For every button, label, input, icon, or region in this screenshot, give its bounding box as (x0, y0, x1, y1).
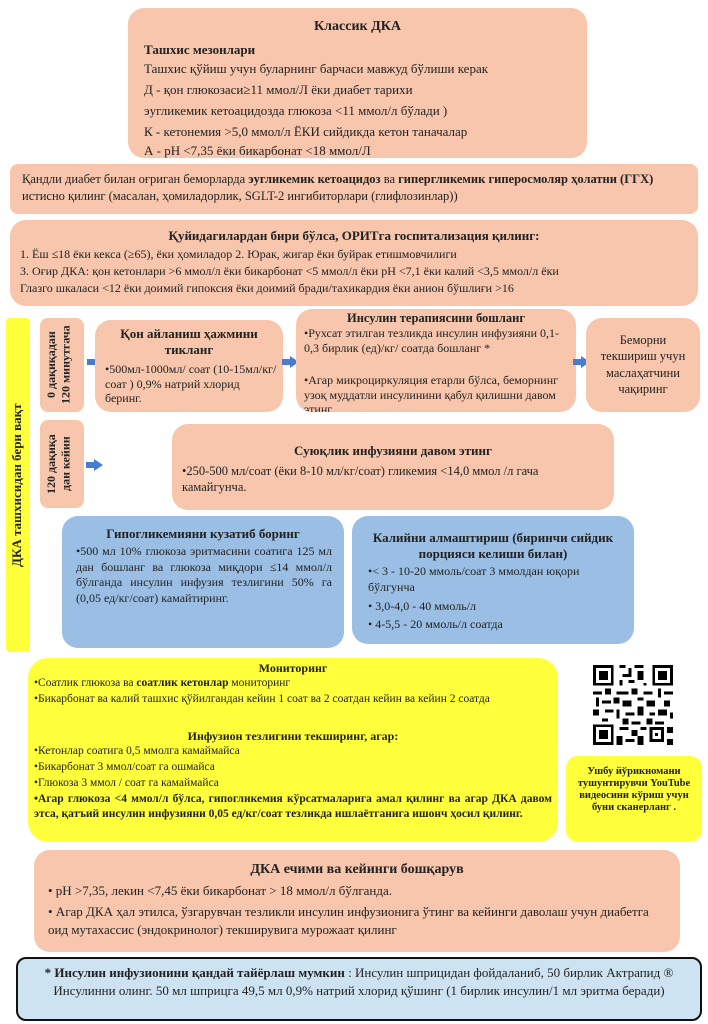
resolution-box: ДКА ечими ва кейинги бошқарув • рН >7,35… (34, 850, 680, 952)
infusion-check-1: •Кетонлар соатига 0,5 ммолга камаймайса (34, 745, 240, 757)
call-senior-text: Беморни текшириш учун маслаҳатчини чақир… (600, 333, 686, 396)
hypo-body: •500 мл 10% глюкоза эритмасини соатига 1… (76, 544, 332, 605)
qr-caption-text: Ушбу йўрикномани тушунтирувчи YouTube ви… (577, 766, 691, 814)
insulin-bullet-2: •Агар микроциркуляция етарли бўлса, бемо… (304, 373, 559, 412)
potassium-title: Калийни алмаштириш (биринчи сийдик порци… (372, 530, 614, 561)
hypo-title: Гипогликемияни кузатиб боринг (106, 526, 300, 541)
insulin-title: Инсулин терапиясини бошланг (347, 311, 525, 325)
qr-code-icon[interactable] (590, 662, 676, 748)
arrow-right-icon (282, 356, 299, 368)
potassium-bullet-1: •< 3 - 10-20 ммоль/соат 3 ммолдан юқори … (368, 564, 580, 594)
insulin-preparation-text: * Инсулин инфузионини қандай тайёрлаш му… (44, 965, 674, 999)
call-senior-box: Беморни текшириш учун маслаҳатчини чақир… (586, 318, 700, 412)
classic-dka-box: Классик ДКА Ташхис мезонлари Ташхис қўйи… (128, 8, 587, 158)
insulin-therapy-box: Инсулин терапиясини бошланг •Рухсат этил… (296, 309, 576, 412)
resolution-title: ДКА ечими ва кейинги бошқарув (250, 862, 464, 877)
icu-criterion-1: 1. Ёш ≤18 ёки кекса (≥65), ёки ҳомиладор… (20, 247, 457, 261)
criteria-line-2: Д - қон глюкозаси≥11 ммол/Л ёки диабет т… (144, 82, 413, 97)
classic-dka-title: Классик ДКА (314, 19, 401, 34)
arrow-right-icon (86, 459, 103, 471)
continue-fluids-title: Суюқлик инфузияни давом этинг (294, 443, 492, 458)
qr-caption-box: Ушбу йўрикномани тушунтирувчи YouTube ви… (566, 756, 702, 842)
infusion-check-4: •Агар глюкоза <4 ммол/л бўлса, гипоглике… (34, 793, 552, 820)
criteria-line-1: Ташхис қўйиш учун буларнинг барчаси мавж… (144, 61, 489, 76)
continue-fluids-box: Суюқлик инфузияни давом этинг •250-500 м… (172, 424, 614, 510)
resolution-line-1: • рН >7,35, лекин <7,45 ёки бикарбонат >… (48, 883, 393, 898)
icu-criterion-3: Глазго шкаласи <12 ёки доимий гипоксия ё… (20, 281, 514, 295)
monitoring-box: Мониторинг •Соатлик глюкоза ва соатлик к… (28, 658, 558, 842)
time-120-plus-label: 120 дақиқа дан кейин (44, 434, 73, 494)
time-0-120-box: 0 дақиқадан 120 минутгача (40, 318, 84, 412)
resolution-line-2: • Агар ДКА ҳал этилса, ўзгарувчан тезлик… (48, 904, 649, 938)
continue-fluids-body: •250-500 мл/соат (ёки 8-10 мл/кг/соат) г… (182, 464, 539, 495)
monitoring-line-1: •Соатлик глюкоза ва соатлик кетонлар мон… (34, 677, 291, 689)
potassium-bullet-2: • 3,0-4,0 - 40 ммоль/л (368, 599, 477, 613)
criteria-line-4: К - кетонемия >5,0 ммол/л ЁКИ сийдикда к… (144, 124, 468, 139)
time-0-120-label: 0 дақиқадан 120 минутгача (44, 325, 73, 405)
fluid-title: Қон айланиш ҳажмини тикланг (120, 326, 258, 357)
exclusion-text: Қандли диабет билан оғриган беморларда э… (22, 172, 654, 203)
hypoglycaemia-box: Гипогликемияни кузатиб боринг •500 мл 10… (62, 516, 344, 648)
timeline-side-bar: ДКА ташхисидан бери вақт (6, 318, 30, 652)
exclusion-box: Қандли диабет билан оғриган беморларда э… (10, 164, 698, 214)
fluid-resuscitation-box: Қон айланиш ҳажмини тикланг •500мл-1000м… (95, 320, 283, 412)
monitoring-title: Мониторинг (258, 661, 328, 675)
insulin-preparation-box: * Инсулин инфузионини қандай тайёрлаш му… (16, 957, 702, 1021)
criteria-line-5: А - рН <7,35 ёки бикарбонат <18 ммол/Л (144, 143, 371, 158)
insulin-bullet-1: •Рухсат этилган тезликда инсулин инфузия… (304, 326, 560, 355)
infusion-check-3: •Глюкоза 3 ммол / соат га камаймайса (34, 777, 219, 789)
potassium-box: Калийни алмаштириш (биринчи сийдик порци… (352, 516, 634, 644)
infusion-check-2: •Бикарбонат 3 ммол/соат га ошмайса (34, 761, 215, 773)
criteria-line-3: эугликемик кетоацидозда глюкоза <11 ммол… (144, 103, 448, 118)
icu-criterion-2: 3. Оғир ДКА: қон кетонлари >6 ммол/л ёки… (20, 264, 559, 278)
fluid-body: •500мл-1000мл/ соат (10-15мл/кг/ соат ) … (105, 362, 277, 406)
criteria-heading: Ташхис мезонлари (144, 42, 256, 57)
time-120-plus-box: 120 дақиқа дан кейин (40, 420, 84, 508)
potassium-bullet-3: • 4-5,5 - 20 ммоль/л соатда (368, 617, 503, 631)
icu-admission-box: Қуйидагилардан бири бўлса, ОРИТга госпит… (10, 220, 698, 306)
infusion-check-title: Инфузион тезлигини текширинг, агар: (187, 729, 399, 743)
monitoring-line-2: •Бикарбонат ва калий ташхис қўйилгандан … (34, 693, 490, 705)
timeline-side-label: ДКА ташхисидан бери вақт (9, 403, 24, 567)
icu-admission-title: Қуйидагилардан бири бўлса, ОРИТга госпит… (168, 228, 540, 243)
arrow-right-icon (573, 356, 590, 368)
